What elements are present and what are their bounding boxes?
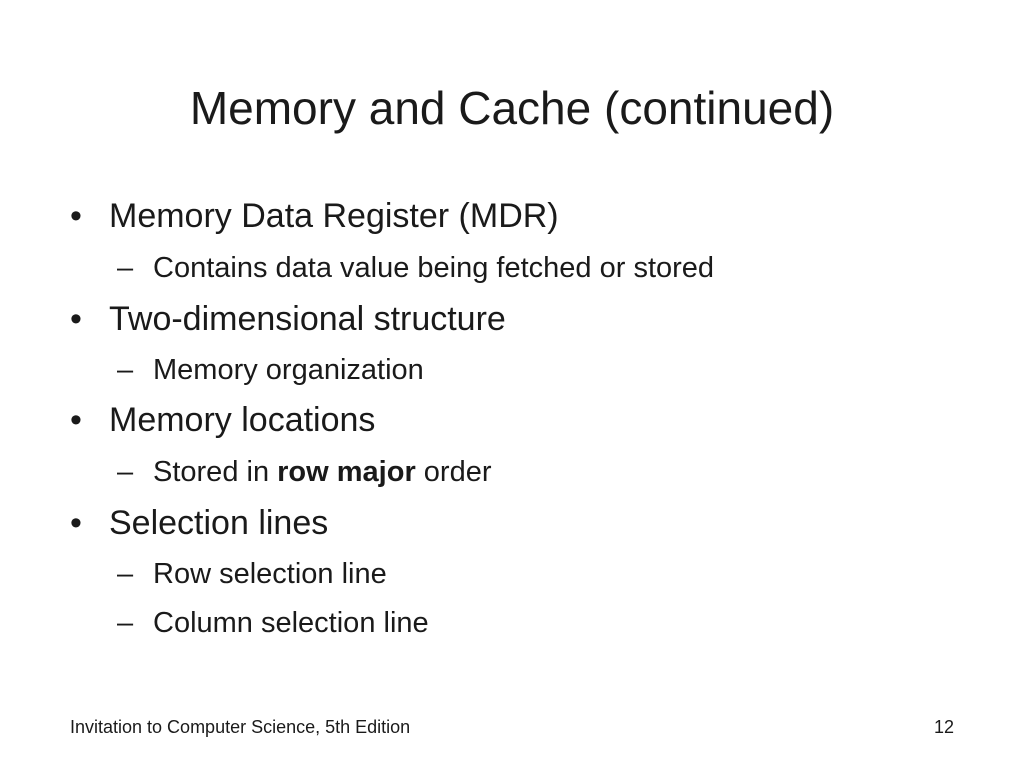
bullet-text: Memory Data Register (MDR)	[109, 197, 559, 235]
sub-bullet-text: Column selection line	[153, 607, 429, 639]
sub-bullet-item: –Stored in row major order	[117, 454, 492, 490]
sub-bullet-item: –Row selection line	[117, 556, 387, 592]
page-number: 12	[933, 717, 954, 737]
sub-bullet-marker: –	[117, 456, 134, 488]
bullet-text: Two-dimensional structure	[109, 300, 506, 338]
footer-source: Invitation to Computer Science, 5th Edit…	[70, 717, 411, 737]
bullet-marker: •	[70, 197, 82, 235]
sub-bullet-text: Row selection line	[153, 558, 387, 590]
sub-bullet-marker: –	[117, 354, 134, 386]
sub-bullet-text: Contains data value being fetched or sto…	[153, 252, 715, 284]
bullet-marker: •	[70, 300, 82, 338]
bullet-text: Selection lines	[109, 504, 329, 542]
sub-bullet-text-before: Stored in	[153, 456, 278, 488]
bullet-marker: •	[70, 401, 82, 439]
sub-bullet-item: –Column selection line	[117, 605, 429, 641]
sub-bullet-text-after: order	[415, 456, 492, 488]
sub-bullet-item: –Contains data value being fetched or st…	[117, 250, 714, 286]
sub-bullet-marker: –	[117, 558, 134, 590]
bullet-text: Memory locations	[109, 401, 376, 439]
sub-bullet-marker: –	[117, 252, 134, 284]
sub-bullet-item: –Memory organization	[117, 352, 424, 388]
sub-bullet-marker: –	[117, 607, 134, 639]
bullet-list: • Memory Data Register (MDR) –Contains d…	[70, 197, 714, 641]
sub-bullet-text-bold: row major	[277, 456, 416, 488]
slide-title: Memory and Cache (continued)	[189, 82, 835, 134]
sub-bullet-text: Memory organization	[153, 354, 424, 386]
bullet-marker: •	[70, 504, 82, 542]
